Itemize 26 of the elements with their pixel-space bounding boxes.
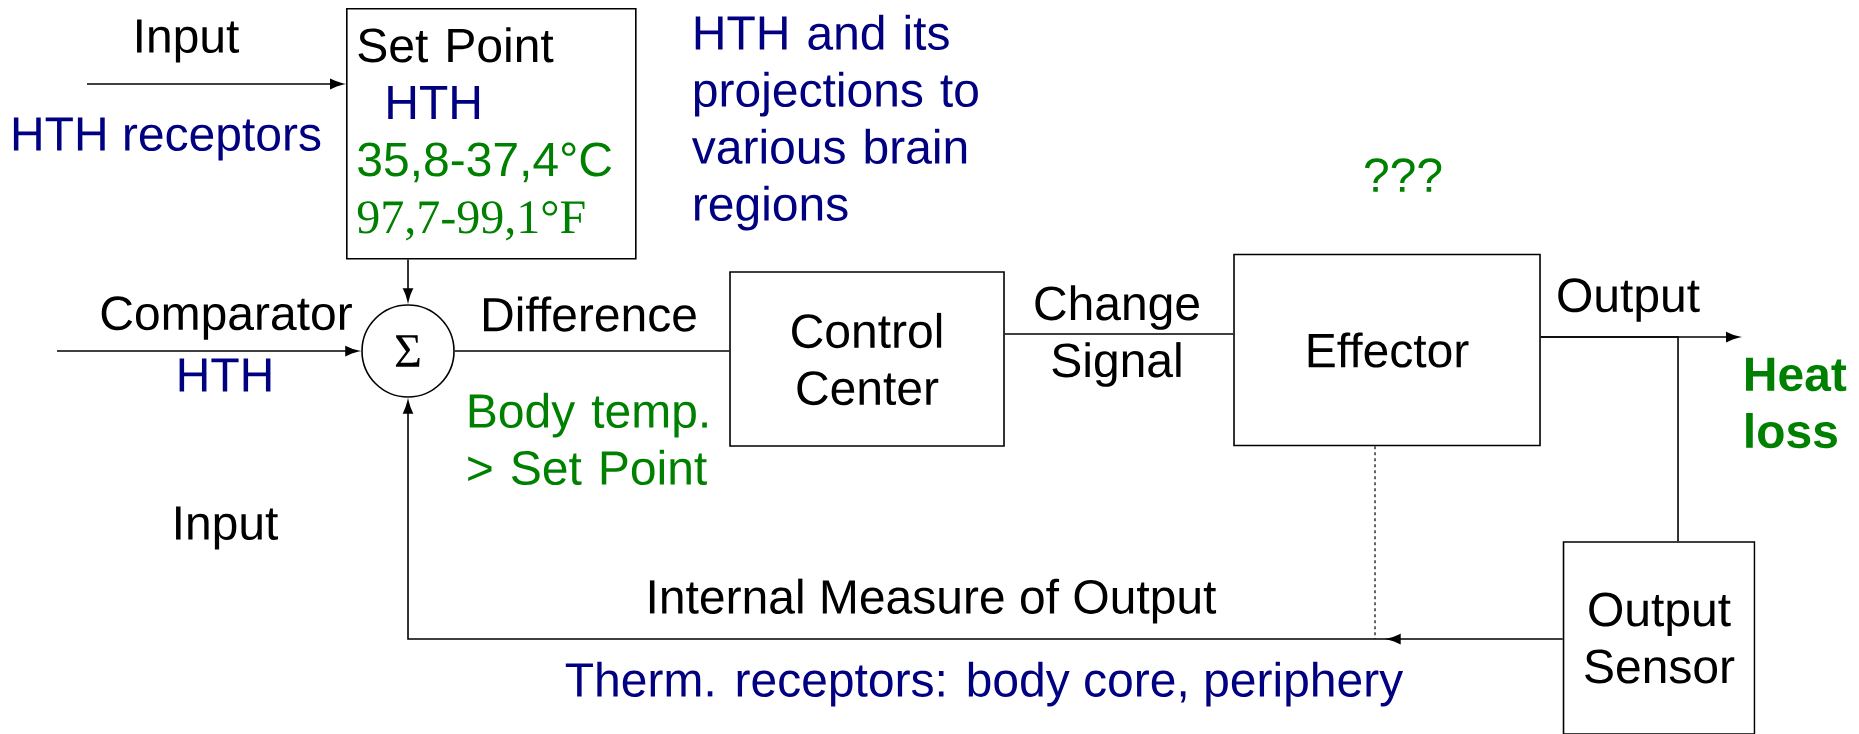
annotation-text: HTH [179, 358, 271, 392]
set-point-box: Set Point HTH 35,8-37,4°C 97,7-99,1°F [346, 8, 637, 260]
block-box: Effector [1233, 253, 1541, 447]
connector-line [1004, 333, 1234, 335]
edge-label: Difference [484, 296, 696, 332]
edge-label: Comparator [101, 296, 352, 340]
arrow [56, 346, 359, 356]
block-box: Control Center [729, 271, 1005, 447]
output-text: Heat loss [1746, 357, 1847, 449]
connector-line [454, 350, 730, 352]
dashed-line [1374, 445, 1376, 640]
block-box: Output Sensor [1562, 541, 1756, 734]
arrow [86, 79, 344, 89]
annotation-text: Body temp. > Set Point [468, 392, 707, 486]
annotation-text: Therm. receptors: body core, periphery [565, 661, 1404, 707]
edge-label: Input [137, 19, 239, 63]
arrow [403, 258, 413, 302]
edge-label: Internal Measure of Output [649, 578, 1217, 624]
edge-label: Change Signal [1035, 285, 1199, 387]
annotation-text: ??? [1364, 158, 1442, 192]
edge-label: Output [1558, 278, 1700, 322]
connector-line [1540, 336, 1679, 542]
annotation-text: HTH and its projections to various brain regions [691, 14, 978, 231]
arrow [403, 400, 1564, 644]
annotation-text: HTH receptors [13, 117, 321, 161]
annotation-text: Input [176, 506, 278, 550]
